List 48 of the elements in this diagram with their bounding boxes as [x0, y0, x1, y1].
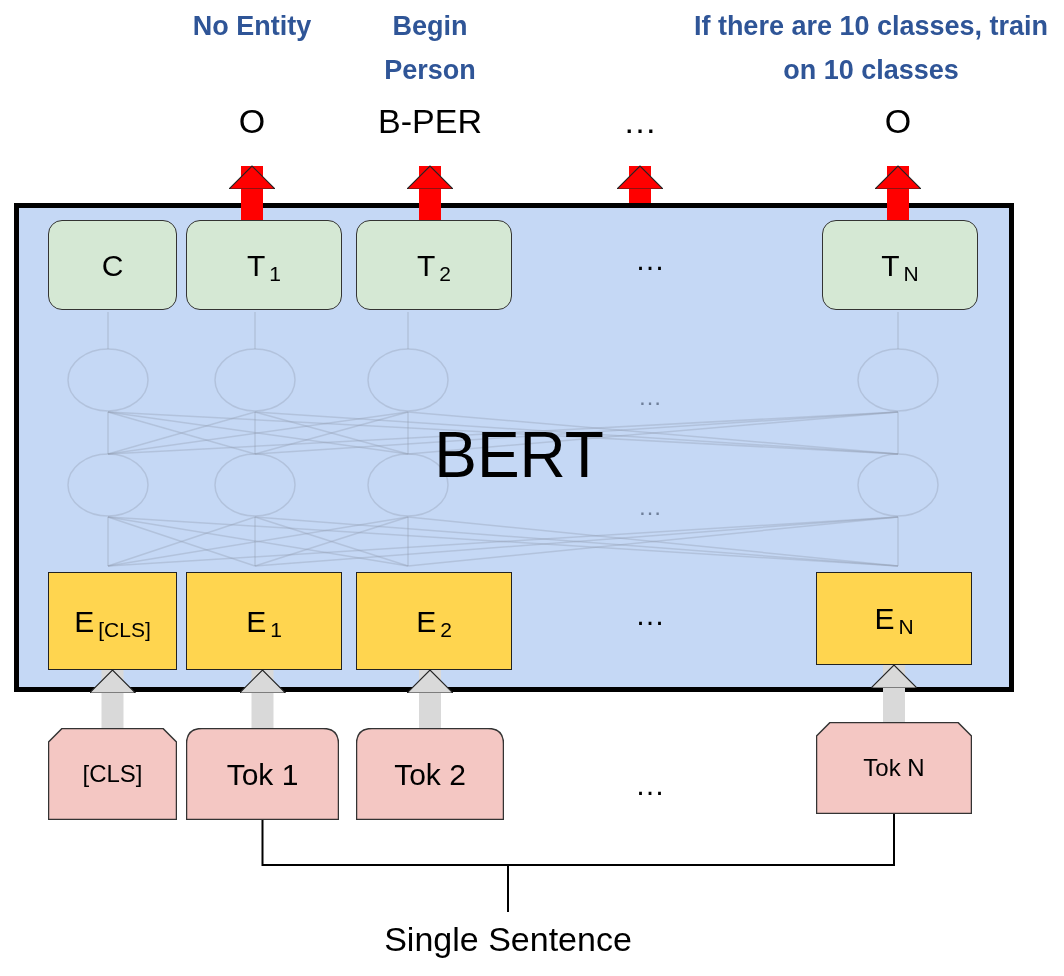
node-text: O — [884, 101, 912, 138]
token-box — [816, 722, 972, 814]
ellipsis-text: … — [634, 600, 666, 630]
encoder-box — [14, 203, 1014, 692]
block-arrow — [406, 669, 454, 728]
node-text: E$_{2}$ — [416, 603, 452, 643]
node-text: T$_{1}$ — [247, 247, 281, 287]
node-text: O — [238, 101, 266, 138]
block-arrow — [238, 669, 287, 728]
ellipsis-text: … — [637, 385, 663, 409]
embedding-box — [186, 572, 342, 670]
embedding-box — [816, 572, 972, 665]
node-text: [CLS] — [82, 759, 143, 789]
block-arrow — [870, 664, 918, 722]
token-box — [356, 728, 504, 820]
node-text: E$_{N}$ — [874, 601, 914, 641]
node-text: … — [623, 101, 657, 138]
token-box — [48, 728, 177, 820]
model-name: BERT — [433, 423, 605, 487]
ellipsis-text: … — [634, 245, 666, 275]
annotation-text: No Entity — [191, 10, 313, 43]
node-text: B-PER — [378, 101, 482, 138]
node-text: Tok N — [863, 753, 925, 783]
ellipsis-text: … — [634, 770, 666, 800]
node-text: Tok 1 — [226, 756, 299, 793]
node-text: Tok 2 — [394, 756, 466, 793]
embedding-box — [48, 572, 177, 670]
ellipsis-text: … — [637, 495, 663, 519]
output-vector-box — [48, 220, 177, 310]
node-text: T$_{2}$ — [417, 247, 451, 287]
block-arrow — [88, 669, 137, 728]
annotation-text: If there are 10 classes, train on 10 classes — [692, 10, 1050, 87]
block-arrow — [616, 165, 664, 203]
node-text: E$_{1}$ — [246, 603, 282, 643]
output-vector-box — [186, 220, 342, 310]
node-text: T$_{N}$ — [881, 247, 919, 287]
output-vector-box — [356, 220, 512, 310]
bracket-line — [507, 813, 895, 913]
embedding-box — [356, 572, 512, 670]
block-arrow — [874, 165, 922, 220]
annotation-text: Begin Person — [383, 10, 477, 87]
node-text: C — [101, 247, 124, 284]
output-vector-box — [822, 220, 978, 310]
token-box — [186, 728, 339, 820]
node-text: E$_{[CLS]}$ — [74, 603, 151, 643]
block-arrow — [228, 165, 276, 220]
block-arrow — [406, 165, 454, 220]
node-text: Single Sentence — [384, 919, 632, 956]
